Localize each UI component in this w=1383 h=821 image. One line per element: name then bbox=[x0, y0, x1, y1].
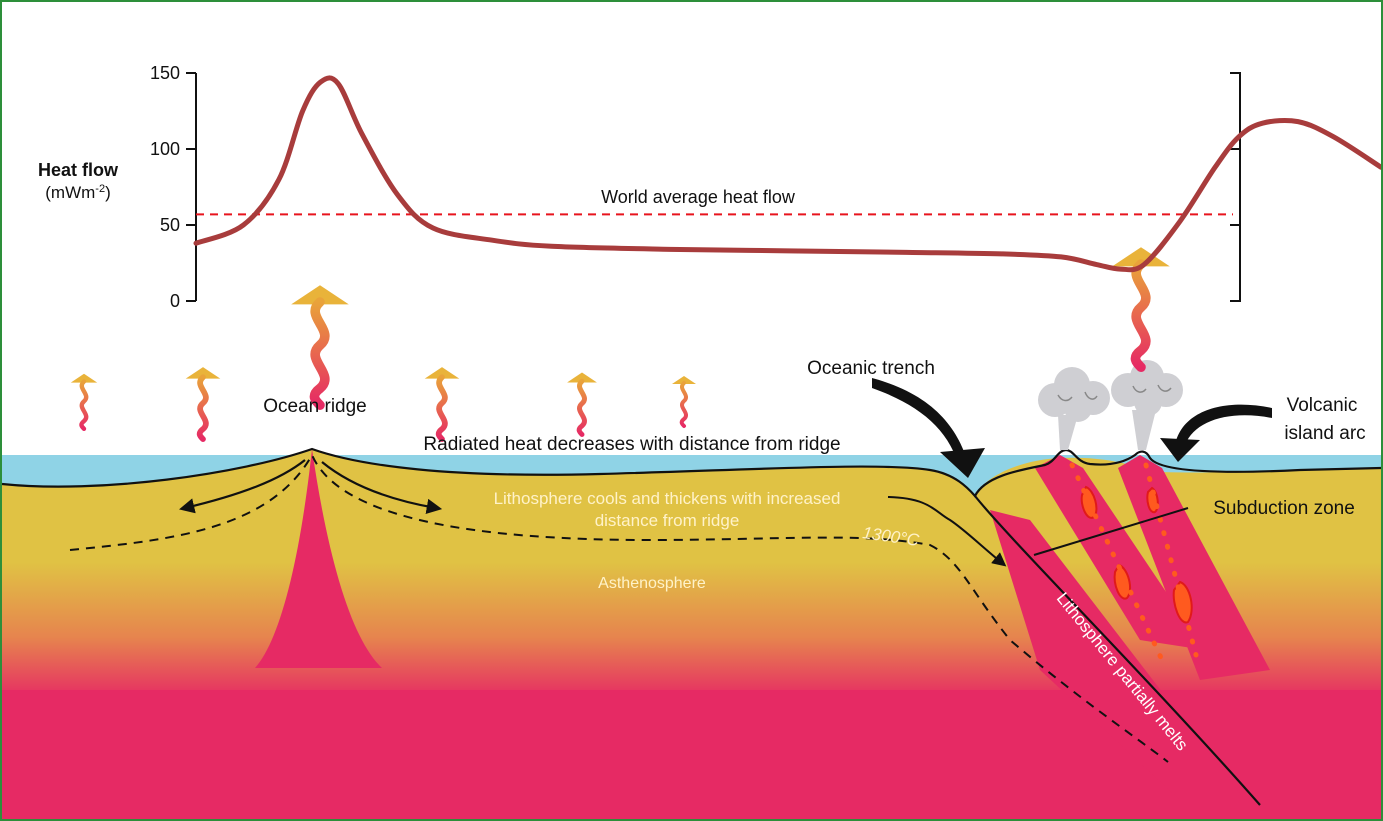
heat-arrow-icon bbox=[567, 372, 597, 438]
label-oceanic-trench: Oceanic trench bbox=[807, 358, 935, 379]
ash-cloud bbox=[1038, 367, 1110, 450]
label-ocean-ridge: Ocean ridge bbox=[263, 396, 367, 417]
cooling-leader-arrow bbox=[887, 496, 1007, 567]
heat-arrow-icon bbox=[1112, 247, 1170, 373]
flow-arrow-right bbox=[321, 461, 443, 515]
arc-arrow bbox=[1175, 404, 1272, 445]
heat-arrow-icon bbox=[291, 285, 349, 411]
arc-arrow-head bbox=[1160, 438, 1200, 462]
y-axis-ticks: 0 50 100 150 bbox=[150, 63, 196, 311]
label-radiated-heat: Radiated heat decreases with distance fr… bbox=[423, 434, 840, 455]
heat-arrow-icon bbox=[424, 367, 460, 442]
world-average-label: World average heat flow bbox=[601, 187, 796, 207]
ridge-upwelling bbox=[255, 449, 382, 668]
y-tick-label: 100 bbox=[150, 139, 180, 159]
y-tick-label: 0 bbox=[170, 291, 180, 311]
seafloor-outline bbox=[2, 447, 1381, 498]
heat-arrow-icon bbox=[70, 373, 98, 432]
label-island-arc: island arc bbox=[1284, 423, 1365, 444]
y-tick-label: 50 bbox=[160, 215, 180, 235]
flow-arrow-left bbox=[179, 459, 306, 514]
isotherm-1300 bbox=[69, 452, 1169, 763]
y-tick-label: 150 bbox=[150, 63, 180, 83]
y-axis-units: (mWm-2) bbox=[45, 183, 110, 202]
y-axis-right bbox=[1230, 72, 1241, 302]
subduction-leader bbox=[1033, 507, 1189, 556]
heat-arrows bbox=[70, 247, 1170, 442]
magma-path-right bbox=[1143, 462, 1199, 658]
ash-cloud bbox=[1111, 360, 1183, 450]
molten-blob bbox=[1113, 563, 1131, 600]
subduction-boundary bbox=[974, 495, 1261, 806]
trench-arrow-head bbox=[940, 448, 985, 478]
label-asthenosphere: Asthenosphere bbox=[598, 575, 706, 592]
heat-flow-series bbox=[193, 75, 1381, 273]
label-volcanic: Volcanic bbox=[1287, 395, 1358, 416]
heat-flow-chart: 0 50 100 150 World average heat flow Heat f… bbox=[38, 63, 1381, 311]
heat-arrow-icon bbox=[672, 376, 696, 428]
cross-section bbox=[2, 360, 1381, 819]
label-subduction-zone: Subduction zone bbox=[1213, 498, 1355, 519]
y-axis-title: Heat flow bbox=[38, 160, 119, 180]
heat-arrow-icon bbox=[185, 367, 221, 442]
label-lithosphere-cools-2: distance from ridge bbox=[595, 511, 740, 530]
label-lithosphere-cools-1: Lithosphere cools and thickens with incr… bbox=[494, 489, 841, 508]
magma-conduit-left bbox=[1035, 455, 1205, 650]
